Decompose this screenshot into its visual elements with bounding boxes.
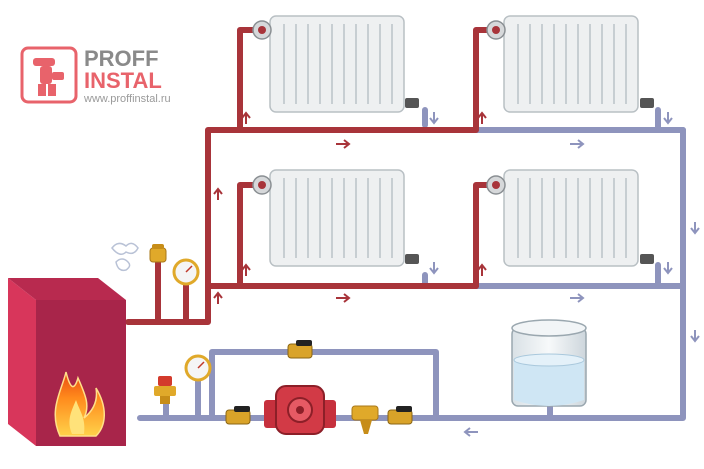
arrow-down-icon bbox=[663, 112, 673, 125]
pump-isolation-valve-right bbox=[387, 406, 413, 425]
logo-url: www.proffinstal.ru bbox=[83, 93, 171, 105]
radiator-bottom-left bbox=[252, 169, 419, 267]
return-valve-icon bbox=[405, 98, 419, 108]
arrow-right-icon bbox=[570, 293, 585, 303]
open-expansion-tank bbox=[511, 319, 587, 407]
logo-line1: PROFF bbox=[84, 46, 159, 71]
steam-puff-icon bbox=[111, 242, 139, 272]
flame-icon bbox=[54, 371, 105, 437]
logo: PROFF INSTAL www.proffinstal.ru bbox=[20, 46, 171, 105]
bypass-loop bbox=[209, 349, 439, 421]
arrow-right-icon bbox=[336, 293, 351, 303]
boiler-supply-pipe bbox=[125, 127, 428, 325]
return-valve-icon bbox=[640, 98, 654, 108]
flow-arrows bbox=[213, 111, 700, 437]
logo-plumber-icon bbox=[33, 58, 64, 96]
bypass-valve bbox=[287, 340, 313, 359]
arrow-up-icon bbox=[477, 111, 487, 124]
arrow-up-icon bbox=[241, 111, 251, 124]
radiator-top-left bbox=[252, 15, 419, 113]
circulation-pump bbox=[264, 385, 336, 435]
strainer-filter bbox=[351, 405, 379, 434]
boiler-pressure-gauge bbox=[172, 258, 200, 286]
arrow-up-icon bbox=[213, 187, 223, 200]
arrow-down-icon bbox=[429, 262, 439, 275]
arrow-left-icon bbox=[463, 427, 478, 437]
return-valve-icon bbox=[640, 254, 654, 264]
arrow-up-icon bbox=[241, 263, 251, 276]
expansion-gauge-stem bbox=[155, 259, 189, 325]
air-vent-valve bbox=[149, 244, 167, 263]
return-pressure-gauge bbox=[184, 354, 212, 382]
radiator-bottom-right bbox=[486, 169, 654, 267]
logo-line2: INSTAL bbox=[84, 68, 162, 93]
arrow-down-icon bbox=[690, 222, 700, 235]
arrow-right-icon bbox=[570, 139, 585, 149]
upper-supply-header bbox=[237, 27, 495, 133]
pump-isolation-valve-left bbox=[225, 406, 251, 425]
arrow-right-icon bbox=[336, 139, 351, 149]
radiator-top-right bbox=[486, 15, 654, 113]
arrow-down-icon bbox=[429, 112, 439, 125]
return-valve-icon bbox=[405, 254, 419, 264]
arrow-down-icon bbox=[690, 330, 700, 343]
logo-icon bbox=[20, 46, 78, 104]
boiler bbox=[8, 278, 126, 446]
safety-valve bbox=[154, 376, 176, 404]
lower-return-pipe bbox=[422, 262, 686, 289]
arrow-down-icon bbox=[663, 262, 673, 275]
arrow-up-icon bbox=[213, 291, 223, 304]
arrow-up-icon bbox=[477, 263, 487, 276]
